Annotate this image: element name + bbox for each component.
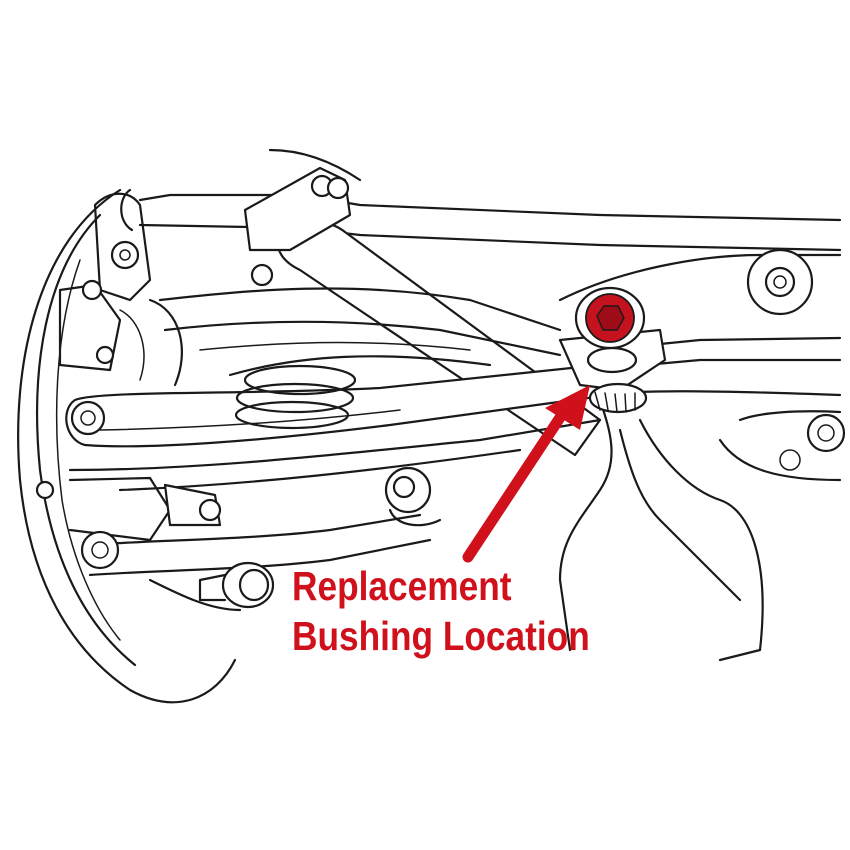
upper-flange bbox=[243, 148, 362, 287]
callout-line-1: Replacement bbox=[292, 563, 512, 609]
callout-label: Replacement Bushing Location bbox=[292, 561, 590, 661]
subframe-upper-beam bbox=[120, 188, 842, 252]
callout-line-2: Bushing Location bbox=[292, 613, 590, 659]
bushing-mount bbox=[558, 328, 667, 414]
right-mount-bolt bbox=[746, 248, 814, 316]
knuckle-hub bbox=[58, 192, 183, 387]
lower-bushing bbox=[148, 561, 275, 612]
upper-control-arm bbox=[158, 287, 562, 377]
coil-spring bbox=[234, 364, 357, 430]
lower-link bbox=[35, 476, 432, 577]
callout-arrow bbox=[462, 385, 590, 563]
sway-bar bbox=[558, 398, 764, 662]
center-bolt bbox=[384, 466, 442, 527]
replacement-bushing-bolt bbox=[574, 286, 646, 350]
brake-rotor bbox=[17, 188, 237, 704]
right-small-bolt bbox=[779, 413, 846, 471]
